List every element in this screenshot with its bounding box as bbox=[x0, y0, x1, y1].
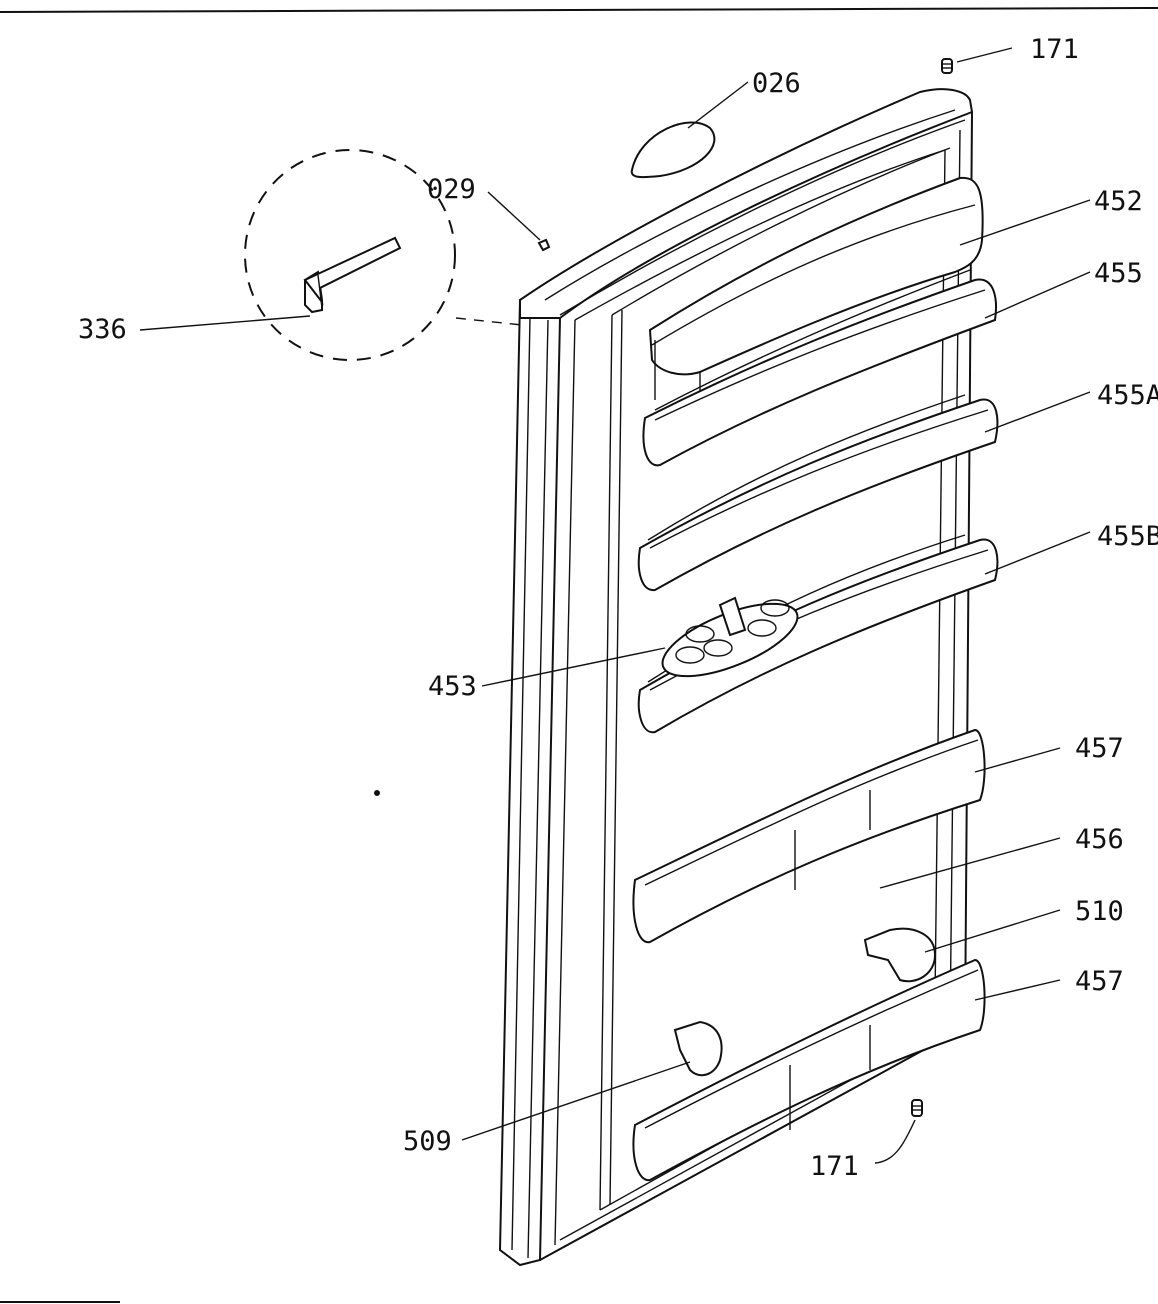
label-456: 456 bbox=[1075, 824, 1124, 855]
label-336: 336 bbox=[78, 314, 127, 345]
label-453: 453 bbox=[428, 671, 477, 702]
label-171-bottom: 171 bbox=[810, 1151, 859, 1182]
egg-tray-453 bbox=[661, 596, 799, 678]
part-labels: 171 026 029 336 452 455 455A 455B 453 45… bbox=[78, 34, 1158, 1182]
label-455a: 455A bbox=[1097, 380, 1158, 411]
bottle-clip-509 bbox=[673, 1020, 723, 1077]
label-509: 509 bbox=[403, 1126, 452, 1157]
screw-171-bottom bbox=[911, 1099, 923, 1117]
top-border-line bbox=[0, 7, 1158, 13]
speck-mark bbox=[374, 790, 380, 796]
label-452: 452 bbox=[1094, 186, 1143, 217]
shelf-455 bbox=[642, 269, 997, 467]
label-171-top: 171 bbox=[1030, 34, 1079, 65]
label-457-lower: 457 bbox=[1075, 966, 1124, 997]
logo-badge-026 bbox=[630, 121, 716, 179]
label-510: 510 bbox=[1075, 896, 1124, 927]
screw-029 bbox=[537, 238, 551, 252]
shelf-455a bbox=[637, 394, 999, 592]
screw-171-top bbox=[941, 58, 953, 74]
shelf-452-box bbox=[648, 176, 984, 405]
label-029: 029 bbox=[427, 174, 476, 205]
shelf-457-upper bbox=[632, 728, 986, 944]
label-455b: 455B bbox=[1097, 521, 1158, 552]
shelf-457-lower bbox=[632, 958, 986, 1182]
label-026: 026 bbox=[752, 68, 801, 99]
label-455: 455 bbox=[1094, 258, 1143, 289]
shelf-455b bbox=[637, 534, 999, 734]
label-457-upper: 457 bbox=[1075, 733, 1124, 764]
gasket-detail-336 bbox=[244, 149, 523, 361]
leader-lines bbox=[139, 47, 1091, 1164]
bottle-clip-510 bbox=[863, 927, 937, 983]
